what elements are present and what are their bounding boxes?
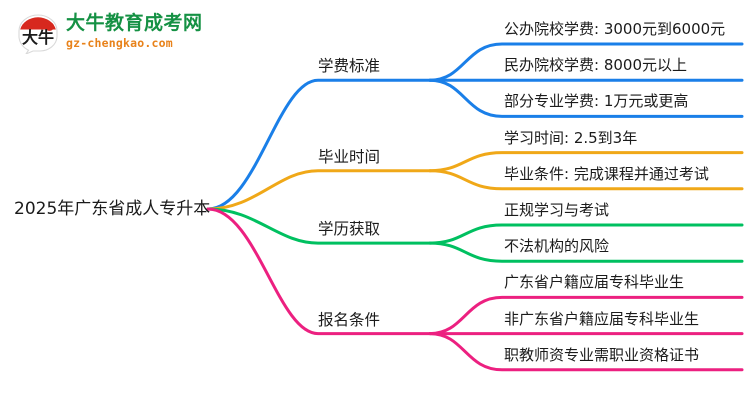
svg-text:大牛: 大牛 <box>22 28 54 47</box>
leaf-label-2-1[interactable]: 学习时间: 2.5到3年 <box>504 128 638 147</box>
logo-title: 大牛教育成考网 <box>66 12 203 34</box>
leaf-label-2-2[interactable]: 毕业条件: 完成课程并通过考试 <box>504 164 709 183</box>
leaf-label-1-1[interactable]: 公办院校学费: 3000元到6000元 <box>504 20 726 38</box>
mindmap-root-node[interactable]: 2025年广东省成人专升本 <box>14 199 211 219</box>
branch-label-1[interactable]: 学费标准 <box>318 57 381 76</box>
site-logo: 大牛 大牛教育成考网 gz-chengkao.com <box>16 8 226 60</box>
leaf-label-4-2[interactable]: 非广东省户籍应届专科毕业生 <box>504 309 700 328</box>
leaf-label-1-2[interactable]: 民办院校学费: 8000元以上 <box>504 56 687 75</box>
branch-label-4[interactable]: 报名条件 <box>318 310 381 329</box>
da-niu-speech-bubble-logo: 大牛 <box>18 14 58 54</box>
logo-text-block: 大牛教育成考网 gz-chengkao.com <box>66 12 203 51</box>
leaf-label-4-1[interactable]: 广东省户籍应届专科毕业生 <box>504 273 685 292</box>
logo-url: gz-chengkao.com <box>66 36 173 50</box>
leaf-label-3-2[interactable]: 不法机构的风险 <box>504 237 610 256</box>
branch-label-2[interactable]: 毕业时间 <box>318 147 381 166</box>
branch-label-3[interactable]: 学历获取 <box>318 220 381 239</box>
leaf-label-3-1[interactable]: 正规学习与考试 <box>504 201 610 219</box>
leaf-label-4-3[interactable]: 职教师资专业需职业资格证书 <box>504 345 700 364</box>
leaf-label-1-3[interactable]: 部分专业学费: 1万元或更高 <box>504 92 689 111</box>
